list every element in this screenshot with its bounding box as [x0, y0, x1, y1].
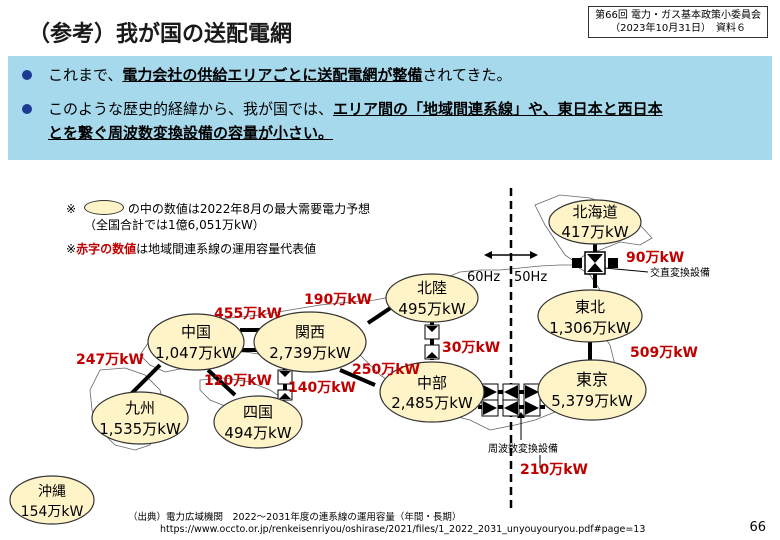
bullet-2-highlight-cont: とを繋ぐ周波数変換設備の容量が小さい。: [48, 124, 334, 142]
bullet-2-pre: このような歴史的経緯から、我が国では、: [48, 100, 334, 118]
source-citation: （出典）電力広域機関 2022～2031年度の連系線の運用容量（年間・長期） h…: [128, 512, 645, 536]
region-kansai-value: 2,739万kW: [269, 344, 351, 362]
bullet-dot-icon: [22, 104, 32, 114]
region-chubu-name: 中部: [417, 374, 447, 392]
region-shikoku-value: 494万kW: [224, 424, 291, 442]
region-tokyo-name: 東京: [576, 370, 608, 389]
freq-west-label: 60Hz: [467, 270, 500, 285]
line-chugoku-shikoku: [206, 368, 237, 397]
ac-dc-converter-icon: [572, 251, 618, 275]
region-okinawa-name: 沖縄: [38, 484, 66, 500]
legend-mark-2: ※: [66, 242, 77, 256]
cap-tohoku-tokyo: 509万kW: [630, 345, 698, 361]
cap-chugoku-kyushu: 247万kW: [76, 352, 144, 368]
cap-kansai-chubu: 250万kW: [352, 362, 420, 378]
fc-pointer-arrow-icon: [517, 412, 525, 418]
region-kyushu: 九州 1,535万kW: [91, 391, 189, 445]
bullet-1-pre: これまで、: [48, 66, 123, 84]
region-hokkaido: 北海道 417万kW: [548, 199, 642, 245]
bullet-1-highlight: 電力会社の供給エリアごとに送配電網が整備: [122, 66, 423, 84]
region-hokuriku-name: 北陸: [417, 279, 447, 297]
source-line-1: （出典）電力広域機関 2022～2031年度の連系線の運用容量（年間・長期）: [128, 512, 462, 523]
cap-chugoku-kansai: 455万kW: [214, 306, 282, 322]
meeting-name: 第66回 電力・ガス基本政策小委員会: [595, 10, 761, 21]
hokuriku-converter-icon: [424, 324, 440, 360]
freq-east-label: 50Hz: [514, 270, 547, 285]
capacity-labels: 90万kW 509万kW 30万kW 250万kW 190万kW 455万kW …: [76, 250, 698, 478]
region-chubu: 中部 2,485万kW: [379, 361, 485, 423]
summary-banner: これまで、電力会社の供給エリアごとに送配電網が整備されてきた。 このような歴史的…: [8, 56, 772, 160]
shikoku-converter-icon: [277, 369, 293, 401]
region-kansai: 関西 2,739万kW: [253, 311, 367, 373]
cap-shikoku-kansai: 140万kW: [288, 380, 356, 396]
region-chugoku-name: 中国: [181, 323, 211, 341]
line-kansai-chubu: [339, 368, 376, 387]
legend-text-1: の中の数値は2022年8月の最大需要電力予想: [127, 202, 371, 216]
frequency-double-arrow-icon: [484, 251, 538, 259]
source-url: https://www.occto.or.jp/renkeisenriyou/o…: [160, 524, 646, 535]
region-tohoku: 東北 1,306万kW: [537, 289, 643, 343]
fc-label: 周波数変換設備: [488, 442, 558, 455]
region-chubu-value: 2,485万kW: [391, 394, 473, 412]
page-number: 66: [749, 520, 766, 535]
region-tohoku-name: 東北: [575, 298, 605, 316]
page-title: （参考）我が国の送配電網: [28, 22, 293, 47]
cap-frequency-converter: 210万kW: [520, 462, 588, 478]
region-shikoku-name: 四国: [243, 403, 273, 421]
region-hokkaido-name: 北海道: [572, 203, 617, 221]
bullet-1-post: されてきた。: [422, 66, 512, 84]
legend-ellipse-icon: [83, 200, 124, 215]
region-tohoku-value: 1,306万kW: [549, 319, 631, 337]
region-chugoku: 中国 1,047万kW: [147, 313, 245, 371]
region-hokuriku: 北陸 495万kW: [385, 273, 479, 323]
legend-red-text: 赤字の数値: [76, 242, 137, 256]
region-kyushu-name: 九州: [125, 399, 155, 417]
cap-hokuriku-kansai: 190万kW: [304, 292, 372, 308]
meeting-info-box: 第66回 電力・ガス基本政策小委員会 （2023年10月31日） 資料６: [588, 6, 768, 38]
line-chugoku-kyushu: [128, 363, 162, 397]
region-kyushu-value: 1,535万kW: [99, 420, 181, 438]
cap-hokkaido-tohoku: 90万kW: [626, 250, 684, 266]
cap-chugoku-shikoku: 120万kW: [204, 373, 272, 389]
meeting-date: （2023年10月31日） 資料６: [610, 23, 746, 34]
ac-dc-pointer-line: [604, 267, 649, 273]
region-okinawa: 沖縄 154万kW: [9, 475, 95, 525]
region-kansai-name: 関西: [295, 323, 325, 341]
bullet-dot-icon: [22, 70, 32, 80]
region-chugoku-value: 1,047万kW: [155, 344, 237, 362]
region-tokyo: 東京 5,379万kW: [537, 359, 647, 421]
region-tokyo-value: 5,379万kW: [551, 392, 633, 410]
legend-mark: ※: [66, 202, 77, 216]
legend-line-1: ※ の中の数値は2022年8月の最大需要電力予想: [66, 200, 370, 217]
frequency-converter-icon: [481, 383, 541, 417]
region-hokkaido-value: 417万kW: [561, 223, 628, 241]
region-shikoku: 四国 494万kW: [213, 395, 303, 449]
legend-line-2: （全国合計では1億6,051万kW）: [84, 218, 265, 232]
region-okinawa-value: 154万kW: [21, 504, 84, 520]
region-hokuriku-value: 495万kW: [398, 300, 465, 318]
cap-hokuriku-chubu: 30万kW: [442, 340, 500, 356]
bullet-2-highlight: エリア間の「地域間連系線」や、東日本と西日本: [333, 100, 663, 118]
ac-dc-label: 交直変換設備: [650, 266, 710, 279]
legend-line-3: ※赤字の数値は地域間連系線の運用容量代表値: [66, 241, 316, 257]
legend-text-3: は地域間連系線の運用容量代表値: [136, 242, 317, 256]
